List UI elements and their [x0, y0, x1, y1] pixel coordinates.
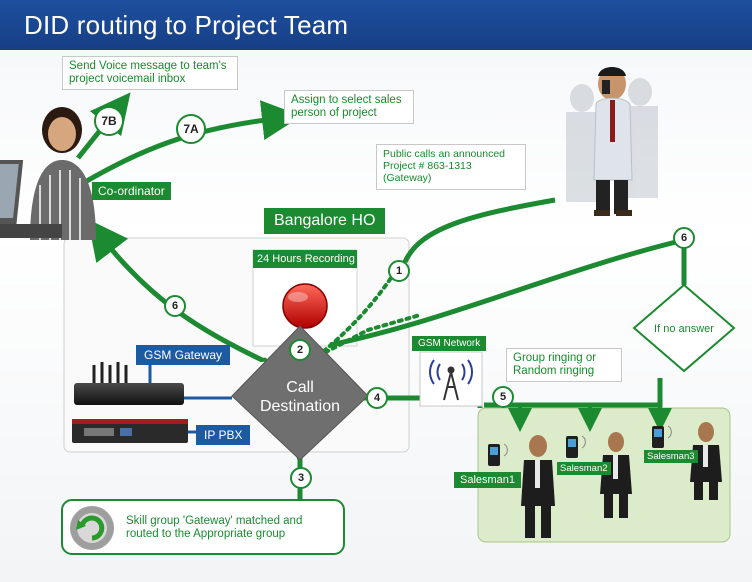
step-7b: 7B: [94, 106, 124, 136]
gsm-gateway-label: GSM Gateway: [136, 345, 231, 365]
step-3: 3: [290, 467, 312, 489]
step-6-right: 6: [673, 227, 695, 249]
no-answer-diamond: [632, 283, 736, 373]
salesman1-label: Salesman1: [454, 472, 522, 488]
call-destination-line1: Call: [286, 379, 314, 396]
group-ringing-callout: Group ringing or Random ringing: [506, 348, 622, 382]
no-answer-label: If no answer: [654, 323, 714, 335]
salesman3-label: Salesman3: [644, 450, 698, 463]
public-caller-person-icon: [566, 67, 658, 216]
public-calls-callout: Public calls an announced Project # 863-…: [376, 144, 526, 190]
no-answer-return-line: [329, 237, 685, 348]
public-call-line: [402, 197, 556, 264]
salesman2-label: Salesman2: [557, 462, 611, 475]
mobile-phone-icon-3: [652, 425, 672, 448]
voice-message-callout: Send Voice message to team's project voi…: [62, 56, 238, 90]
step-6-left: 6: [164, 295, 186, 317]
step-5: 5: [492, 386, 514, 408]
gsm-tower-icon: [429, 359, 473, 401]
call-destination-line2: Destination: [260, 398, 340, 415]
step-7a: 7A: [176, 114, 206, 144]
gsm-network-label: GSM Network: [412, 336, 487, 351]
mobile-phone-icon-2: [566, 435, 586, 458]
mobile-phone-icon-1: [488, 443, 508, 466]
step-1: 1: [388, 260, 410, 282]
skill-group-text: Skill group 'Gateway' matched and routed…: [120, 512, 340, 546]
salesman3-person-icon: [690, 422, 722, 500]
step-4: 4: [366, 387, 388, 409]
salesman1-person-icon: [521, 435, 555, 538]
bangalore-ho-label: Bangalore HO: [264, 208, 386, 234]
recording-label: 24 Hours Recording: [253, 250, 357, 268]
ip-pbx-label: IP PBX: [196, 425, 251, 445]
step-2: 2: [289, 339, 311, 361]
route-7a-line: [76, 100, 302, 189]
coordinator-person-icon: [0, 107, 96, 240]
title-bar: DID routing to Project Team: [0, 0, 752, 50]
record-button-icon: [282, 283, 328, 329]
call-destination-diamond: [231, 325, 369, 461]
assign-callout: Assign to select sales person of project: [284, 90, 414, 124]
page-title: DID routing to Project Team: [24, 10, 349, 40]
gsm-network-box: [419, 351, 483, 407]
coordinator-label: Co-ordinator: [92, 182, 171, 200]
gsm-gateway-device-icon: [74, 383, 184, 405]
refresh-gear-icon: [70, 506, 114, 550]
